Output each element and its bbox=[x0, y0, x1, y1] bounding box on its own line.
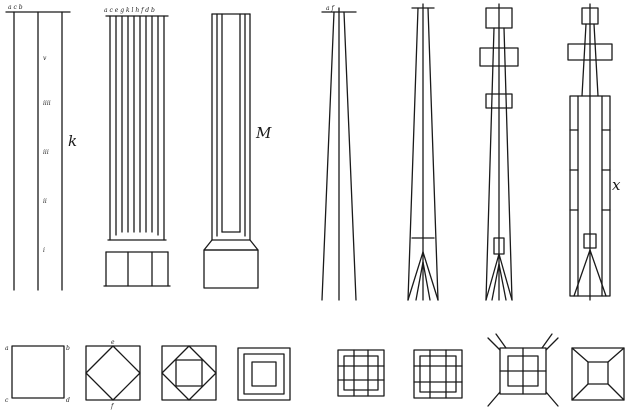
figure-pinnacle-with-fan bbox=[407, 3, 439, 301]
figure1-numerals: v iiii iii ii i bbox=[43, 55, 51, 254]
plan-square-4-concentric bbox=[237, 347, 291, 401]
plan-square-2-rotated bbox=[85, 345, 141, 401]
corner-c: c bbox=[5, 397, 9, 404]
plan-square-3-nested bbox=[161, 345, 217, 401]
mid-f: f bbox=[110, 403, 115, 410]
label-x: x bbox=[612, 176, 621, 194]
figure-shaft-centerline bbox=[5, 11, 71, 291]
square1-corner-labels: a b c d e f bbox=[5, 339, 115, 410]
figure-pinnacle-crossbars bbox=[479, 3, 519, 301]
numeral-ii: ii bbox=[43, 198, 47, 205]
label-m: M bbox=[255, 124, 272, 142]
figure-shaft-with-plinth bbox=[203, 13, 259, 289]
label-k: k bbox=[68, 132, 77, 150]
mid-e: e bbox=[111, 339, 115, 346]
numeral-v: v bbox=[43, 55, 47, 62]
plan-square-5-grid bbox=[337, 349, 385, 397]
numeral-i: i bbox=[43, 247, 45, 254]
figure1-top-labels: a c b bbox=[8, 4, 23, 11]
figure-pinnacle-buttress bbox=[567, 3, 613, 301]
figure-divided-shaft bbox=[103, 15, 171, 287]
figure4-top-labels: a f bbox=[326, 5, 335, 12]
corner-b: b bbox=[66, 345, 70, 352]
corner-a: a bbox=[5, 345, 9, 352]
figure-tapering-pinnacle bbox=[321, 7, 357, 301]
plan-square-7-diagonal-buttresses bbox=[487, 333, 559, 407]
figure2-top-labels: a c e g k l h f d b bbox=[104, 7, 155, 14]
corner-d: d bbox=[66, 397, 70, 404]
numeral-iiii: iiii bbox=[43, 100, 51, 107]
plan-square-8-perspective bbox=[571, 347, 625, 401]
numeral-iii: iii bbox=[43, 149, 49, 156]
plan-square-1 bbox=[11, 345, 65, 399]
plan-square-6-grid bbox=[413, 349, 463, 399]
